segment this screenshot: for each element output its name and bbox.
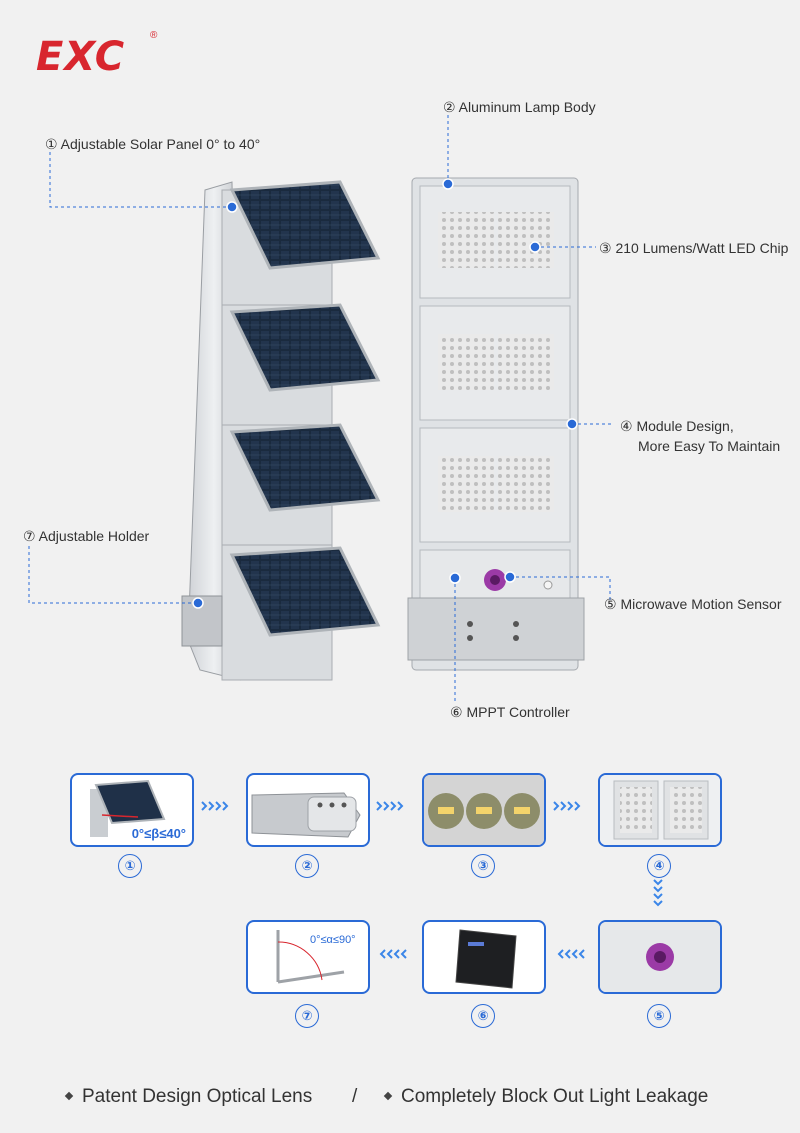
footer-feature-2-text: Completely Block Out Light Leakage xyxy=(401,1086,709,1107)
step-number-1: ① xyxy=(118,854,142,878)
callout-mppt-controller: ⑥ MPPT Controller xyxy=(450,704,570,720)
step-number-4: ④ xyxy=(647,854,671,878)
step-number-5: ⑤ xyxy=(647,1004,671,1028)
callout-module-design-line2: More Easy To Maintain xyxy=(638,438,781,454)
step-3-led-chip xyxy=(422,773,546,847)
callout-dots xyxy=(192,178,578,609)
bullet-icon xyxy=(64,1091,74,1101)
step-number-3: ③ xyxy=(471,854,495,878)
bullet-icon xyxy=(383,1091,393,1101)
step-2-aluminum xyxy=(246,773,370,847)
step-4-module xyxy=(598,773,722,847)
step-5-motion-sensor xyxy=(598,920,722,994)
footer-feature-1: Patent Design Optical Lens xyxy=(64,1086,313,1108)
step-number-2: ② xyxy=(295,854,319,878)
step-number-6: ⑥ xyxy=(471,1004,495,1028)
callout-lamp-body: ② Aluminum Lamp Body xyxy=(443,99,596,115)
step-7-holder: 0°≤α≤90° xyxy=(246,920,370,994)
solar-panels xyxy=(229,180,381,637)
footer-feature-2: Completely Block Out Light Leakage xyxy=(383,1086,709,1108)
callout-led-chip: ③ 210 Lumens/Watt LED Chip xyxy=(599,240,789,256)
registered-mark: ® xyxy=(150,30,158,41)
flow-arrows xyxy=(201,801,663,959)
callout-solar-panel: ① Adjustable Solar Panel 0° to 40° xyxy=(45,136,261,152)
callout-lines xyxy=(28,115,614,703)
callout-adjustable-holder: ⑦ Adjustable Holder xyxy=(23,528,150,544)
step-number-7: ⑦ xyxy=(295,1004,319,1028)
front-view-lamp xyxy=(407,177,585,671)
angle-alpha-label: 0°≤α≤90° xyxy=(310,934,356,946)
footer-feature-1-text: Patent Design Optical Lens xyxy=(82,1086,313,1107)
angle-beta-label: 0°≤β≤40° xyxy=(131,826,186,841)
step-1-solar-tilt: 0°≤β≤40° xyxy=(70,773,194,847)
footer-separator: / xyxy=(352,1086,358,1107)
step-6-mppt xyxy=(422,920,546,994)
callout-module-design: ④ Module Design, xyxy=(620,418,734,434)
brand-logo: EXC xyxy=(36,34,126,80)
callout-motion-sensor: ⑤ Microwave Motion Sensor xyxy=(604,596,782,612)
